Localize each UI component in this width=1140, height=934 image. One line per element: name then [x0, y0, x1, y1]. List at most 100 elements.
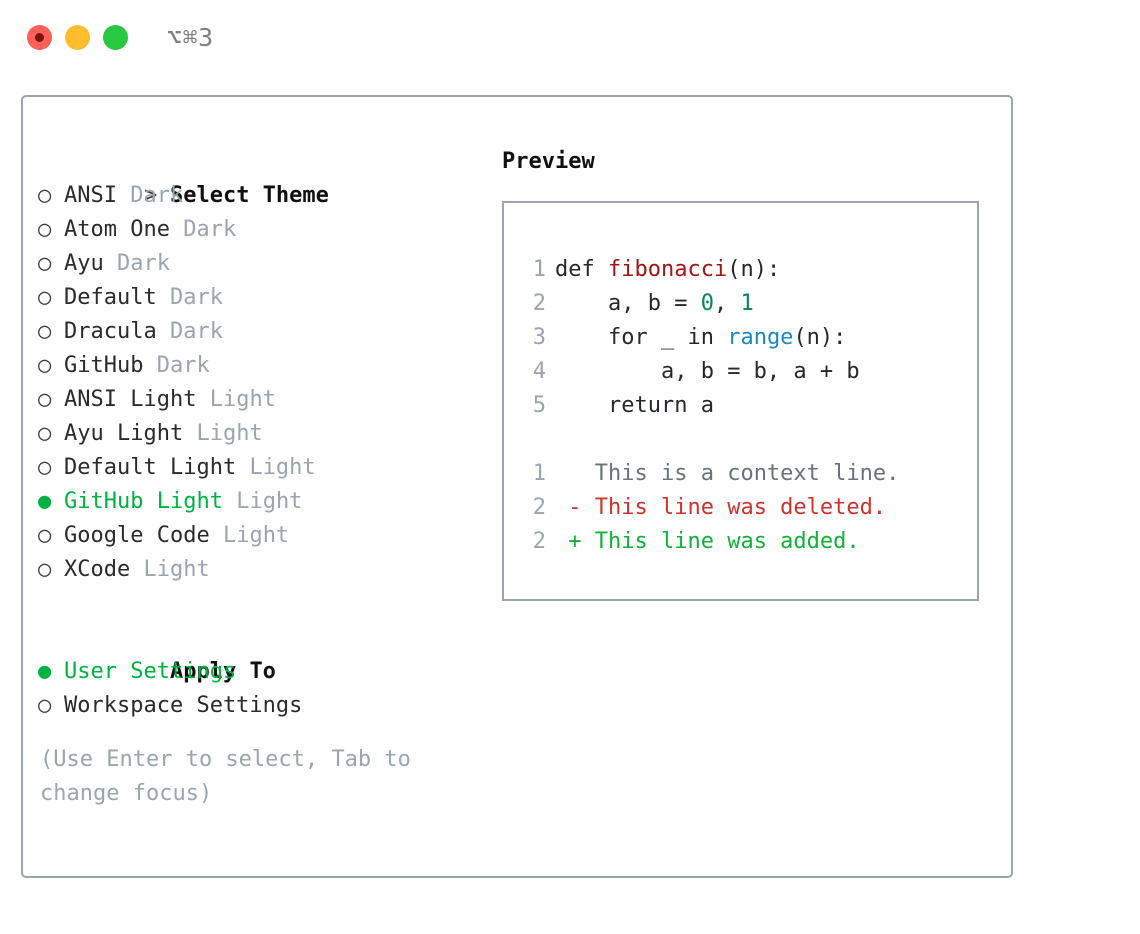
- theme-list-item[interactable]: ○ Default Light Light: [38, 451, 468, 485]
- radio-unselected-icon: ○: [38, 421, 52, 446]
- close-button[interactable]: [27, 25, 52, 50]
- code-token-plain: a, b =: [607, 291, 701, 316]
- code-token-plain: a, b = b, a + b: [660, 359, 860, 384]
- theme-list-item[interactable]: ○ ANSI Light Light: [38, 383, 468, 417]
- radio-unselected-icon: ○: [38, 285, 52, 310]
- code-token-plain: def: [555, 257, 608, 282]
- theme-category: Light: [209, 387, 276, 412]
- code-indent: [555, 359, 661, 384]
- code-token-num: 1: [740, 291, 754, 316]
- section-title-apply-to: Apply To: [169, 659, 276, 684]
- prompt-caret-icon: >: [143, 183, 158, 208]
- theme-selector-column: >Select Theme ○ANSI Dark○Atom One Dark○A…: [38, 145, 468, 723]
- diff-line-content: This is a context line.: [555, 461, 900, 486]
- radio-unselected-icon: ○: [38, 557, 52, 582]
- theme-category: Light: [143, 557, 210, 582]
- code-token-num: 0: [700, 291, 714, 316]
- theme-category: Dark: [130, 183, 184, 208]
- theme-category: Dark: [156, 353, 210, 378]
- apply-to-header: Apply To: [38, 621, 468, 684]
- diff-text: This line was deleted.: [594, 495, 887, 520]
- theme-category: Dark: [169, 319, 223, 344]
- diff-text: This is a context line.: [594, 461, 900, 486]
- diff-sign: +: [568, 529, 582, 554]
- theme-list-item[interactable]: ○Google Code Light: [38, 519, 468, 553]
- radio-unselected-icon: ○: [38, 183, 52, 208]
- theme-category: Dark: [183, 217, 237, 242]
- label-spacer: [130, 557, 143, 582]
- label-spacer: [223, 489, 236, 514]
- theme-name: Default Light: [64, 455, 237, 480]
- code-token-call: range: [727, 325, 794, 350]
- theme-list-item[interactable]: ○ Atom One Dark: [38, 213, 468, 247]
- code-line: 2 a, b = 0, 1: [522, 287, 977, 321]
- radio-unselected-icon: ○: [38, 217, 52, 242]
- label-spacer: [157, 285, 170, 310]
- preview-gap: [522, 423, 977, 457]
- apply-to-list: ● User Settings ○Workspace Settings: [38, 655, 468, 723]
- theme-category: Dark: [169, 285, 223, 310]
- code-token-plain: for _ in: [607, 325, 728, 350]
- radio-unselected-icon: ○: [38, 693, 52, 718]
- keyboard-shortcut-label: ⌥⌘3: [167, 23, 214, 52]
- list-spacer: [38, 587, 468, 621]
- theme-name: ANSI: [64, 183, 117, 208]
- label-spacer: [183, 421, 196, 446]
- theme-list-item[interactable]: ○ XCode Light: [38, 553, 468, 587]
- line-number: 5: [532, 393, 546, 418]
- theme-name: Dracula: [64, 319, 157, 344]
- diff-line: 2 + This line was added.: [522, 525, 977, 559]
- theme-name: XCode: [64, 557, 131, 582]
- code-token-plain: (n):: [793, 325, 847, 350]
- code-token-fn: fibonacci: [607, 257, 728, 282]
- minimize-button[interactable]: [65, 25, 90, 50]
- radio-unselected-icon: ○: [38, 455, 52, 480]
- theme-list-item[interactable]: ●GitHub Light Light: [38, 485, 468, 519]
- diff-line: 2 - This line was deleted.: [522, 491, 977, 525]
- maximize-button[interactable]: [103, 25, 128, 50]
- code-indent: [555, 291, 608, 316]
- keyboard-hint-text: (Use Enter to select, Tab to change focu…: [40, 747, 411, 806]
- theme-list-item[interactable]: ○Ayu Dark: [38, 247, 468, 281]
- label-spacer: [196, 387, 209, 412]
- main-panel: >Select Theme ○ANSI Dark○Atom One Dark○A…: [21, 95, 1013, 878]
- theme-list-item[interactable]: ○ Default Dark: [38, 281, 468, 315]
- label-spacer: [236, 455, 249, 480]
- theme-name: ANSI Light: [64, 387, 197, 412]
- theme-name: Atom One: [64, 217, 170, 242]
- diff-line-content: + This line was added.: [555, 529, 860, 554]
- label-spacer: [143, 353, 156, 378]
- theme-list-item[interactable]: ○ ANSI Dark: [38, 179, 468, 213]
- label-spacer: [117, 183, 130, 208]
- theme-list-item[interactable]: ○ Dracula Dark: [38, 315, 468, 349]
- title-bar: ⌥⌘3: [0, 0, 1140, 78]
- theme-list: ○ANSI Dark○Atom One Dark○Ayu Dark○Defaul…: [38, 179, 468, 587]
- diff-text: This line was added.: [594, 529, 860, 554]
- label-spacer: [157, 319, 170, 344]
- apply-to-option[interactable]: ● User Settings: [38, 655, 468, 689]
- line-number: 4: [532, 359, 546, 384]
- section-title-select-theme: Select Theme: [169, 183, 329, 208]
- radio-unselected-icon: ○: [38, 319, 52, 344]
- theme-name: GitHub Light: [64, 489, 223, 514]
- theme-list-item[interactable]: ○Ayu Light Light: [38, 417, 468, 451]
- theme-name: Default: [64, 285, 157, 310]
- apply-to-option[interactable]: ○Workspace Settings: [38, 689, 468, 723]
- code-indent: [555, 393, 608, 418]
- apply-to-label: User Settings: [64, 659, 237, 684]
- code-indent: [555, 325, 608, 350]
- theme-category: Light: [249, 455, 316, 480]
- radio-selected-icon: ●: [38, 659, 52, 684]
- radio-unselected-icon: ○: [38, 387, 52, 412]
- theme-category: Light: [222, 523, 290, 548]
- line-number: 1: [532, 461, 546, 486]
- theme-category: Dark: [117, 251, 170, 276]
- diff-line-content: - This line was deleted.: [555, 495, 886, 520]
- diff-sign: [568, 461, 581, 486]
- theme-list-item[interactable]: ○GitHub Dark: [38, 349, 468, 383]
- code-token-plain: return a: [607, 393, 714, 418]
- radio-selected-icon: ●: [38, 489, 52, 514]
